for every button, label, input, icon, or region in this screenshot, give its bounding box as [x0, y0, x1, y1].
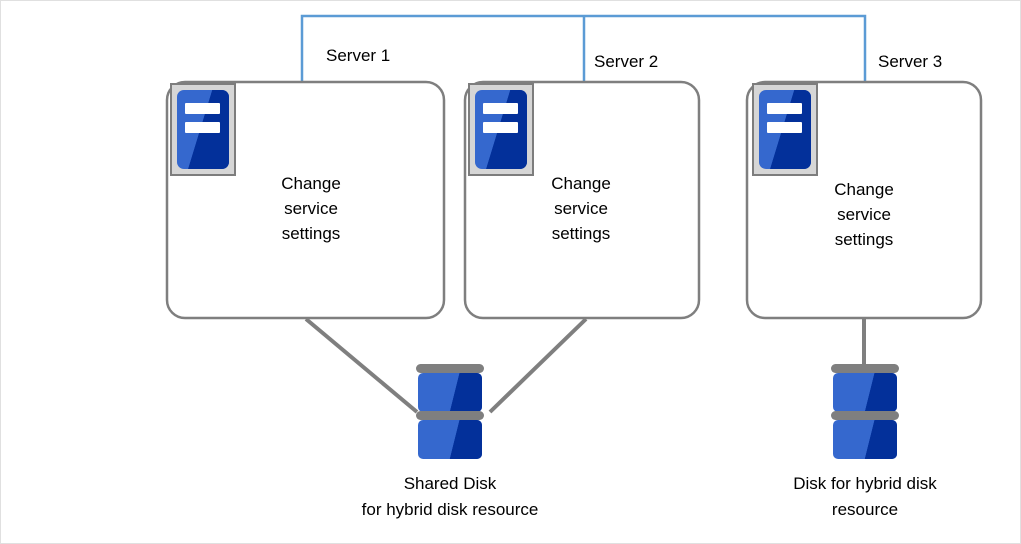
server-led-bar-top — [483, 103, 518, 114]
server-led-bar-bottom — [185, 122, 220, 133]
hybrid-disk-caption-line-1: Disk for hybrid disk — [793, 474, 937, 493]
disk-cap-top — [831, 364, 899, 373]
server-led-bar-top — [767, 103, 802, 114]
disk-platter-upper — [418, 373, 482, 412]
server-2-label: Server 2 — [594, 52, 659, 71]
server-2-body-line-2: service — [554, 199, 608, 218]
connector-server1-shared-disk — [304, 317, 419, 414]
server-icon — [752, 83, 818, 176]
disk-cap-middle — [416, 411, 484, 420]
server-2-body-text: Change service settings — [516, 171, 646, 246]
shared-disk-caption-line-2: for hybrid disk resource — [361, 500, 539, 519]
server-led-bar-bottom — [767, 122, 802, 133]
server-1-body-line-2: service — [284, 199, 338, 218]
disk-platter-lower — [418, 420, 482, 459]
server-1-body-line-3: settings — [281, 224, 341, 243]
disk-platter-shading — [833, 420, 897, 459]
shared-disk-caption-line-1: Shared Disk — [403, 474, 497, 493]
server-box-1 — [165, 80, 446, 320]
disk-platter-shading — [418, 373, 482, 412]
disk-platter-shading — [418, 420, 482, 459]
disk-platter-upper — [833, 373, 897, 412]
disk-cap-middle — [831, 411, 899, 420]
server-3-body-text: Change service settings — [799, 177, 929, 252]
cluster-bracket — [300, 14, 867, 83]
server-3-label: Server 3 — [878, 52, 943, 71]
disk-platter-shading — [833, 373, 897, 412]
server-2-body-line-3: settings — [551, 224, 611, 243]
server-3-body-line-1: Change — [834, 180, 894, 199]
server-3-body-line-3: settings — [834, 230, 894, 249]
connector-server2-shared-disk — [488, 317, 588, 414]
disk-stack-icon — [416, 364, 484, 459]
server-1-body-text: Change service settings — [246, 171, 376, 246]
hybrid-disk-caption-line-2: resource — [831, 500, 899, 519]
server-led-bar-bottom — [483, 122, 518, 133]
disk-cap-top — [416, 364, 484, 373]
server-1-body-line-1: Change — [281, 174, 341, 193]
server-led-bar-top — [185, 103, 220, 114]
server-icon — [170, 83, 236, 176]
server-3-body-line-2: service — [837, 205, 891, 224]
server-icon — [468, 83, 534, 176]
disk-platter-lower — [833, 420, 897, 459]
disk-stack-icon — [831, 364, 899, 459]
hybrid-disk-caption: Disk for hybrid disk resource — [730, 471, 1000, 523]
server-2-body-line-1: Change — [551, 174, 611, 193]
shared-disk-caption: Shared Disk for hybrid disk resource — [290, 471, 610, 523]
server-1-label: Server 1 — [326, 46, 391, 65]
